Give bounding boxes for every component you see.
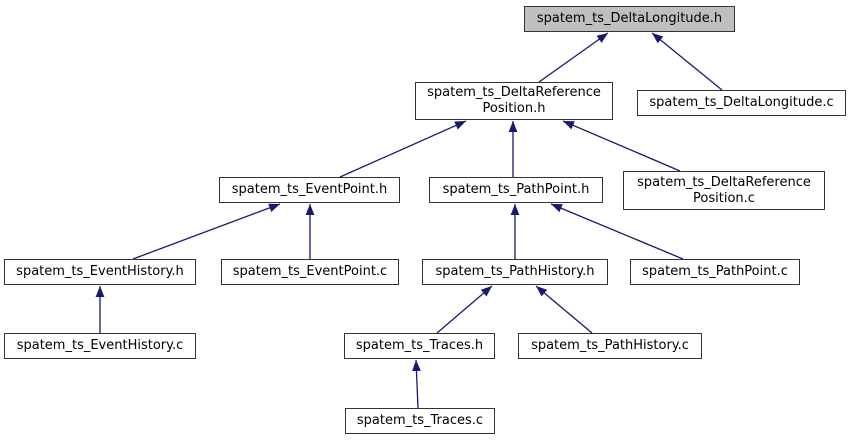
node-spatem_ts_EventHistory_h[interactable]: spatem_ts_EventHistory.h [4, 259, 196, 285]
edge-spatem_ts_EventHistory_h-to-spatem_ts_EventPoint_h [132, 203, 281, 260]
node-spatem_ts_EventPoint_h[interactable]: spatem_ts_EventPoint.h [219, 177, 400, 203]
edge-spatem_ts_PathPoint_c-to-spatem_ts_PathPoint_h [550, 203, 684, 260]
node-spatem_ts_DeltaLongitude_h: spatem_ts_DeltaLongitude.h [524, 6, 735, 32]
node-spatem_ts_Traces_h[interactable]: spatem_ts_Traces.h [344, 333, 495, 359]
edge-spatem_ts_DeltaReferencePosition_h-to-spatem_ts_DeltaLongitude_h [538, 32, 609, 83]
node-spatem_ts_EventHistory_c[interactable]: spatem_ts_EventHistory.c [4, 333, 196, 359]
edge-spatem_ts_DeltaLongitude_c-to-spatem_ts_DeltaLongitude_h [651, 32, 723, 91]
node-spatem_ts_PathPoint_h[interactable]: spatem_ts_PathPoint.h [429, 177, 603, 203]
edge-spatem_ts_Traces_h-to-spatem_ts_PathHistory_h [436, 285, 493, 334]
node-spatem_ts_DeltaReferencePosition_c[interactable]: spatem_ts_DeltaReference Position.c [623, 171, 825, 210]
node-spatem_ts_DeltaReferencePosition_h[interactable]: spatem_ts_DeltaReference Position.h [415, 82, 613, 120]
node-spatem_ts_DeltaLongitude_c[interactable]: spatem_ts_DeltaLongitude.c [637, 90, 846, 116]
edge-spatem_ts_PathHistory_c-to-spatem_ts_PathHistory_h [535, 285, 593, 334]
edge-spatem_ts_EventPoint_h-to-spatem_ts_DeltaReferencePosition_h [339, 120, 467, 178]
node-spatem_ts_PathHistory_c[interactable]: spatem_ts_PathHistory.c [518, 333, 702, 359]
node-spatem_ts_PathHistory_h[interactable]: spatem_ts_PathHistory.h [422, 259, 608, 285]
node-spatem_ts_PathPoint_c[interactable]: spatem_ts_PathPoint.c [630, 259, 800, 285]
edge-spatem_ts_DeltaReferencePosition_c-to-spatem_ts_DeltaReferencePosition_h [562, 120, 681, 172]
node-spatem_ts_EventPoint_c[interactable]: spatem_ts_EventPoint.c [221, 259, 399, 285]
node-spatem_ts_Traces_c[interactable]: spatem_ts_Traces.c [345, 408, 495, 434]
edge-spatem_ts_Traces_c-to-spatem_ts_Traces_h [412, 359, 421, 409]
